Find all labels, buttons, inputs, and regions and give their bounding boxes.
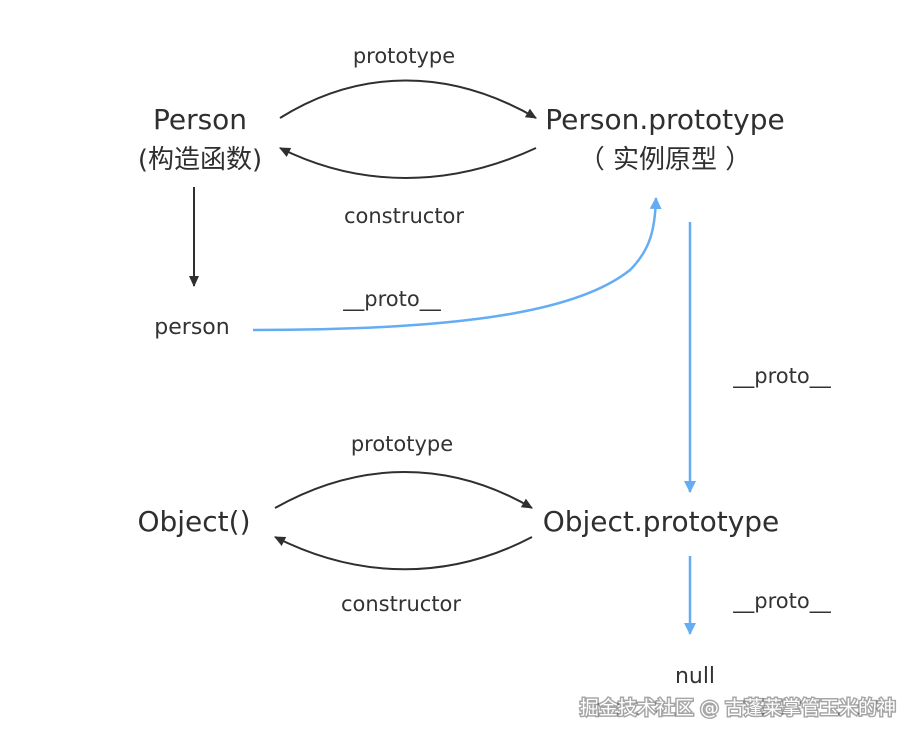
- person-constructor-edge-label: constructor: [344, 204, 464, 228]
- person-instance-label: person: [154, 315, 229, 340]
- person-prototype-subtitle: （ 实例原型 ）: [579, 145, 752, 175]
- person-constructor-arrow: [279, 147, 537, 179]
- person-prototype-arrow: [279, 79, 537, 119]
- person-prototype-label: Person.prototype: [545, 103, 784, 136]
- object-constructor-label: Object(): [137, 505, 250, 538]
- person-constructor-subtitle: (构造函数): [138, 145, 262, 175]
- object-prototype-label: Object.prototype: [543, 505, 780, 538]
- person-prototype-edge-label: prototype: [353, 44, 455, 68]
- object-prototype-edge-label: prototype: [351, 432, 453, 456]
- person-proto-arrow: [252, 197, 662, 332]
- null-label: null: [675, 664, 715, 689]
- object-constructor-edge-label: constructor: [341, 592, 461, 616]
- personproto-proto-edge-label: __proto__: [732, 364, 831, 389]
- objectproto-proto-edge-label: __proto__: [732, 589, 831, 614]
- object-prototype-arrow: [274, 471, 533, 509]
- person-proto-edge-label: __proto__: [342, 287, 441, 312]
- object-constructor-arrow: [274, 536, 533, 571]
- watermark: 掘金技术社区 @ 古蓬莱掌管玉米的神: [580, 697, 896, 719]
- person-constructor-label: Person: [153, 103, 247, 136]
